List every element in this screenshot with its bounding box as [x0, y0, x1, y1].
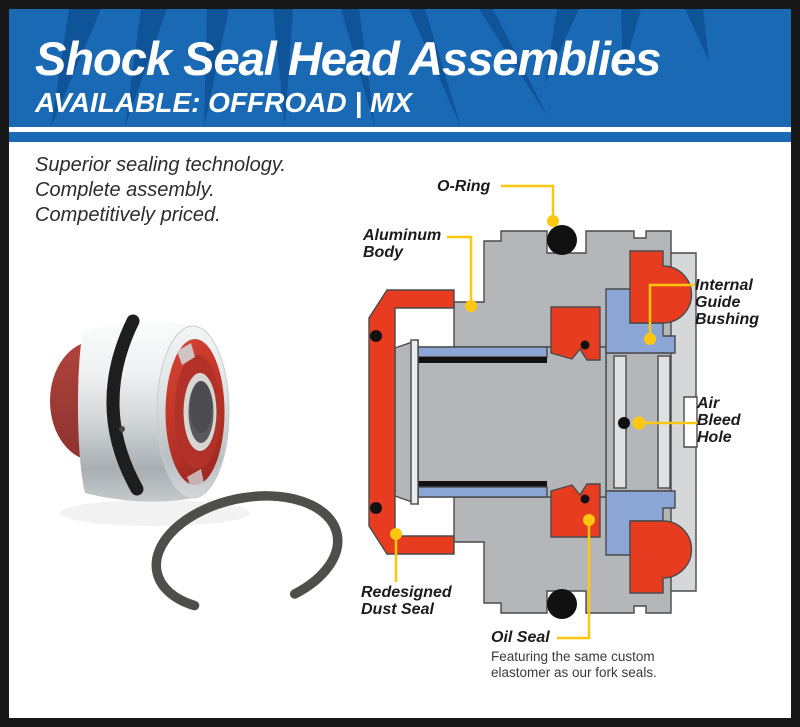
oil-seal-shape: [550, 306, 601, 361]
cross-section-diagram: [368, 184, 698, 640]
o-ring-top-shape: [547, 225, 577, 255]
o-ring-band: [106, 314, 144, 496]
seal-notch-top: [177, 343, 195, 365]
leader-dot-o-ring: [547, 215, 559, 227]
label-air-bleed-hole: Air Bleed Hole: [697, 395, 741, 446]
tagline-line-2: Complete assembly.: [35, 179, 215, 201]
dust-seal-shape: [368, 289, 455, 555]
banner-sunburst-art: [51, 9, 709, 127]
label-oil-seal: Oil Seal: [491, 629, 550, 646]
tagline-line-3: Competitively priced.: [35, 204, 221, 226]
dust-seal-oring-bottom: [370, 502, 382, 514]
leader-dot-guide-bushing: [644, 333, 656, 345]
page-title: Shock Seal Head Assemblies: [35, 32, 661, 85]
seal-notch-bottom: [187, 469, 204, 487]
label-aluminum-body: Aluminum Body: [363, 227, 442, 261]
leader-aluminum-body: [447, 235, 473, 302]
shaft-bushing-band-top: [417, 346, 548, 358]
banner-accent-stripe: [9, 132, 791, 142]
oil-seal-shape-mirror: [550, 483, 601, 538]
shock-shaft: [417, 346, 607, 498]
dust-seal-oring-top: [370, 330, 382, 342]
label-internal-guide-bushing: Internal Guide Bushing: [695, 277, 759, 328]
leader-guide-bushing: [648, 283, 695, 336]
air-bleed-hole-shape: [618, 417, 630, 429]
bleed-hole-dot: [119, 426, 125, 432]
banner: Shock Seal Head Assemblies AVAILABLE: OF…: [9, 9, 791, 127]
page-subtitle: AVAILABLE: OFFROAD | MX: [35, 87, 412, 118]
leader-dot-oil-seal: [583, 514, 595, 526]
leader-oil-seal: [557, 521, 591, 640]
tagline-line-1: Superior sealing technology.: [35, 154, 286, 176]
oil-seal-dot-bottom: [580, 494, 590, 504]
oil-seal-dot-top: [580, 340, 590, 350]
guide-bushing-red-shape: [629, 250, 693, 324]
leader-dot-aluminum-body: [465, 300, 477, 312]
shaft-seal-band-top: [418, 357, 547, 363]
shaft-bushing-band-bottom: [417, 486, 548, 498]
leader-o-ring: [501, 184, 555, 218]
shaft-seal-band-bottom: [418, 481, 547, 487]
taper-sliver: [410, 339, 419, 505]
o-ring-bottom-shape: [547, 589, 577, 619]
tagline: Superior sealing technology. Complete as…: [35, 153, 286, 228]
leader-dot-air-bleed: [632, 416, 646, 430]
bore-hole-shadow: [190, 381, 212, 433]
label-redesigned-dust-seal: Redesigned Dust Seal: [361, 584, 452, 618]
leader-dot-dust-seal: [390, 528, 402, 540]
label-o-ring: O-Ring: [437, 178, 491, 195]
product-photo: [50, 314, 343, 615]
snap-ring: [151, 491, 343, 615]
label-oil-seal-caption: Featuring the same custom elastomer as o…: [491, 649, 657, 680]
